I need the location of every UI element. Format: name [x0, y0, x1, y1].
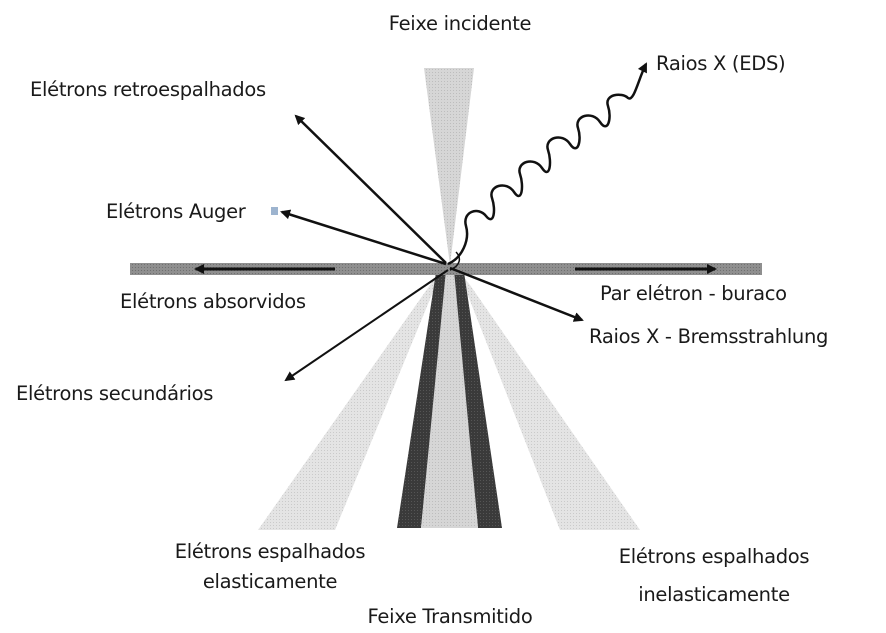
- xray-eds-wave-arrow: [447, 62, 648, 266]
- label-absorbed: Elétrons absorvidos: [120, 290, 306, 313]
- label-elastic-line2: elasticamente: [202, 570, 338, 593]
- label-incident-beam: Feixe incidente: [388, 12, 532, 35]
- bremsstrahlung-arrow: [449, 266, 584, 322]
- backscattered-arrow: [294, 114, 447, 264]
- transmitted-beam-cone: [421, 270, 478, 528]
- inelastic-scatter-right-cone: [458, 270, 640, 530]
- label-backscattered: Elétrons retroespalhados: [30, 78, 266, 101]
- secondary-arrow: [284, 269, 449, 382]
- interaction-point-curve: [449, 251, 461, 271]
- label-inelastic-line2: inelasticamente: [638, 583, 790, 606]
- auger-arrow: [280, 209, 447, 266]
- sample-slab: [130, 263, 762, 275]
- label-xray-eds: Raios X (EDS): [656, 52, 786, 75]
- label-inelastic-line1: Elétrons espalhados: [618, 545, 810, 568]
- elastic-scatter-right-band: [453, 272, 502, 528]
- elastic-scatter-left-band: [397, 272, 447, 528]
- auger-marker: [271, 207, 278, 215]
- label-electron-hole: Par elétron - buraco: [600, 282, 787, 305]
- label-elastic-line1: Elétrons espalhados: [174, 540, 366, 563]
- label-bremsstrahlung: Raios X - Bremsstrahlung: [589, 325, 829, 348]
- inelastic-scatter-left-cone: [258, 270, 442, 530]
- label-transmitted: Feixe Transmitido: [367, 605, 533, 628]
- incident-beam-cone: [424, 68, 474, 265]
- label-secondary: Elétrons secundários: [16, 382, 214, 405]
- label-auger: Elétrons Auger: [106, 200, 246, 223]
